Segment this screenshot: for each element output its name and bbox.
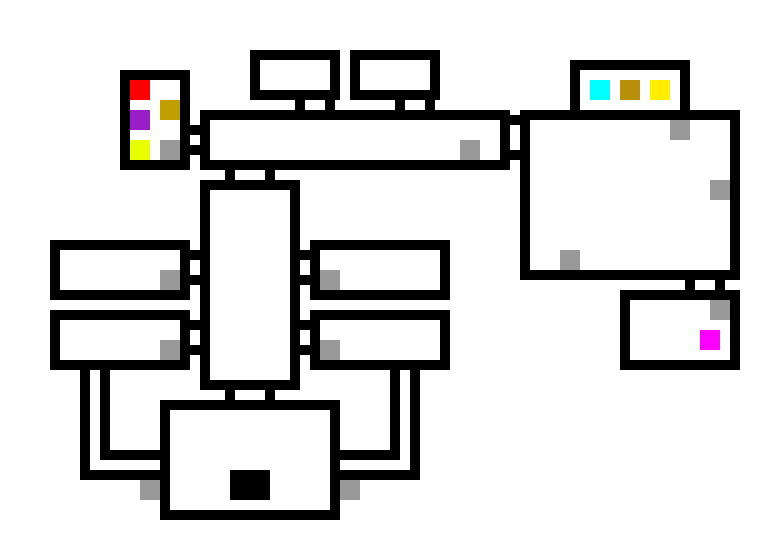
right-long-corridor-floor [330, 365, 410, 470]
marker-0 [160, 140, 180, 160]
large-room-right [520, 110, 740, 280]
central-corridor [200, 180, 300, 390]
marker-2 [670, 120, 690, 140]
main-hall [200, 110, 510, 170]
left-long-corridor [80, 365, 170, 480]
marker-5 [710, 300, 730, 320]
corridor-opening-3 [510, 125, 520, 150]
black-block [230, 470, 270, 500]
marker-8 [320, 270, 340, 290]
red-key [130, 80, 150, 100]
marker-3 [710, 180, 730, 200]
top-room-b [350, 50, 440, 100]
marker-10 [140, 480, 160, 500]
corridor-opening-6 [190, 330, 200, 345]
magenta-key [700, 330, 720, 350]
marker-1 [460, 140, 480, 160]
corridor-opening-8 [300, 330, 310, 345]
marker-7 [160, 340, 180, 360]
corridor-opening-4 [235, 170, 265, 180]
left-long-corridor-floor [90, 365, 170, 470]
gold-key [160, 100, 180, 120]
corridor-opening-9 [235, 390, 265, 400]
olive-key [620, 80, 640, 100]
purple-key [130, 110, 150, 130]
corridor-opening-0 [305, 100, 325, 110]
corridor-opening-2 [190, 135, 200, 145]
yellow-key [650, 80, 670, 100]
marker-4 [560, 250, 580, 270]
cyan-key [590, 80, 610, 100]
corridor-opening-10 [695, 280, 715, 290]
yellow-green-key [130, 140, 150, 160]
marker-9 [320, 340, 340, 360]
right-room-lower [310, 310, 450, 370]
corridor-opening-7 [300, 260, 310, 275]
right-long-corridor [330, 365, 420, 480]
marker-11 [340, 480, 360, 500]
corridor-opening-1 [405, 100, 425, 110]
top-room-a [250, 50, 340, 100]
corridor-opening-5 [190, 260, 200, 275]
marker-6 [160, 270, 180, 290]
